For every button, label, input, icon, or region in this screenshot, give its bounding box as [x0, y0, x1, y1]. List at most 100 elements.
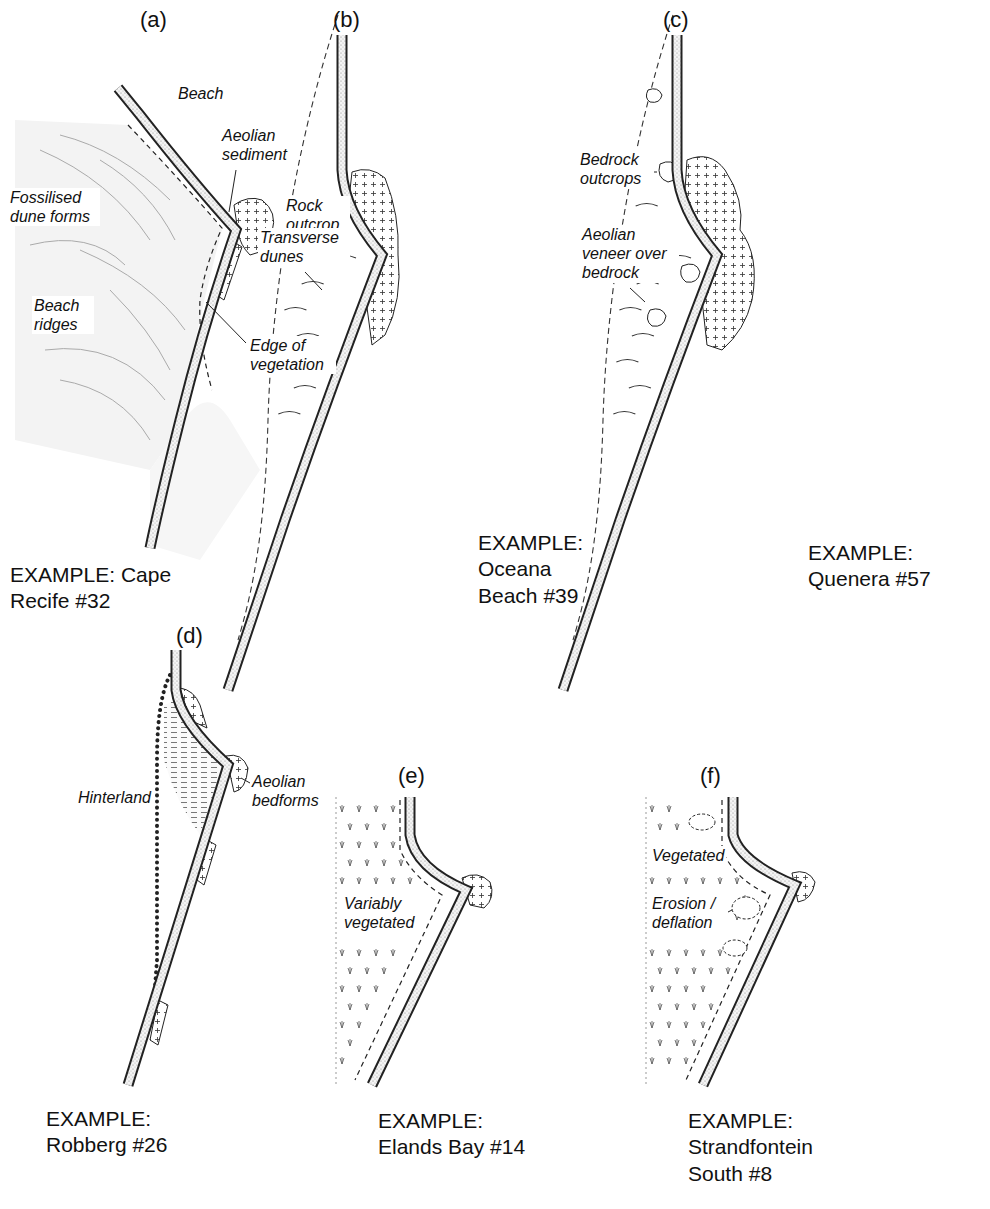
- beach-band: [372, 797, 466, 1085]
- vegetation-tuft: [650, 1057, 654, 1064]
- vegetation-tuft: [374, 877, 378, 884]
- beach-band: [372, 797, 466, 1085]
- panel-letter: (d): [176, 624, 203, 648]
- field-boundary: [646, 797, 647, 1085]
- vegetation-tuft: [735, 877, 739, 884]
- vegetation-tuft: [391, 949, 395, 956]
- fossil-dune-line: [100, 160, 175, 240]
- transverse-dune: [636, 204, 658, 207]
- beach-band: [563, 35, 717, 690]
- vegetation-tuft: [650, 985, 654, 992]
- vegetation-tuft: [340, 949, 344, 956]
- vegetation-tuft: [374, 841, 378, 848]
- feature-label: Bedrock outcrops: [578, 150, 654, 188]
- vegetation-tuft: [684, 949, 688, 956]
- panel-letter: (e): [398, 764, 425, 788]
- leader-line: [241, 778, 250, 783]
- vegetation-tuft: [357, 877, 361, 884]
- vegetation-tuft: [391, 877, 395, 884]
- bedrock-outcrop: [681, 264, 700, 282]
- vegetation-tuft: [658, 823, 662, 830]
- vegetation-tuft: [391, 805, 395, 812]
- example-caption: EXAMPLE: Elands Bay #14: [378, 1108, 543, 1161]
- vegetation-tuft: [718, 877, 722, 884]
- vegetation-tuft: [675, 823, 679, 830]
- vegetation-tuft: [692, 967, 696, 974]
- transverse-dune: [619, 308, 641, 311]
- dunefield-boundary: [573, 15, 673, 640]
- beach-band: [118, 88, 236, 548]
- feature-label: Beach ridges: [32, 296, 94, 334]
- beach-band: [128, 650, 228, 1085]
- feature-label: Transverse dunes: [258, 228, 350, 266]
- transverse-dune: [629, 386, 651, 389]
- beach-band: [703, 797, 795, 1085]
- vegetation-tuft: [658, 1039, 662, 1046]
- vegetation-tuft: [675, 1003, 679, 1010]
- vegetation-tuft: [391, 841, 395, 848]
- fossil-dune-line: [80, 250, 185, 330]
- vegetation-tuft: [667, 1057, 671, 1064]
- vegetation-tuft: [675, 967, 679, 974]
- vegetation-tuft: [650, 949, 654, 956]
- vegetation-tuft: [365, 967, 369, 974]
- vegetation-tuft: [357, 805, 361, 812]
- field-boundary: [336, 797, 337, 1085]
- transverse-dune: [632, 334, 654, 337]
- leader-line: [229, 170, 236, 212]
- panel-letter: (a): [140, 8, 167, 32]
- vegetation-tuft: [348, 823, 352, 830]
- vegetation-tuft: [348, 859, 352, 866]
- vegetation-tuft: [382, 859, 386, 866]
- vegetation-tuft: [709, 967, 713, 974]
- leader-line: [206, 170, 246, 343]
- leader-line: [305, 272, 322, 290]
- feature-label: Variably vegetated: [342, 894, 426, 932]
- vegetation-tuft: [348, 1039, 352, 1046]
- vegetation-tuft: [650, 1021, 654, 1028]
- vegetation-tuft: [709, 1003, 713, 1010]
- vegetation-tuft: [658, 1003, 662, 1010]
- vegetation-tuft: [650, 805, 654, 812]
- example-caption: EXAMPLE: Cape Recife #32: [10, 562, 185, 615]
- transverse-dune: [278, 412, 300, 415]
- vegetation-tuft: [701, 1021, 705, 1028]
- vegetation-tuft: [684, 877, 688, 884]
- vegetation-tuft: [667, 1021, 671, 1028]
- fossil-dune-line: [110, 290, 170, 370]
- example-caption: EXAMPLE: Quenera #57: [808, 540, 943, 593]
- bedrock-outcrop: [647, 309, 666, 326]
- beach-band: [563, 35, 717, 690]
- beach-band: [118, 88, 236, 548]
- vegetation-tuft: [340, 877, 344, 884]
- example-caption: EXAMPLE: Oceana Beach #39: [478, 530, 596, 609]
- leader-line: [206, 302, 246, 343]
- vegetation-tuft: [340, 1021, 344, 1028]
- feature-label: Edge of vegetation: [248, 336, 336, 374]
- vegetation-tuft: [667, 877, 671, 884]
- vegetation-tuft: [365, 1003, 369, 1010]
- panel-letter: (f): [700, 764, 721, 788]
- vegetation-tuft: [340, 841, 344, 848]
- feature-label: Erosion / deflation: [650, 894, 728, 932]
- vegetation-tuft: [667, 949, 671, 956]
- transverse-dune: [302, 282, 324, 285]
- vegetation-tuft: [365, 823, 369, 830]
- deflation-patch: [689, 814, 760, 956]
- vegetation-tuft: [658, 967, 662, 974]
- beach-band: [372, 797, 466, 1085]
- vegetation-tuft: [374, 949, 378, 956]
- feature-label: Fossilised dune forms: [8, 188, 100, 226]
- example-caption: EXAMPLE: Robberg #26: [46, 1106, 188, 1159]
- vegetation-tuft: [684, 1057, 688, 1064]
- panel-letter: (b): [333, 8, 360, 32]
- vegetation-tuft: [357, 841, 361, 848]
- vegetation-tuft: [340, 985, 344, 992]
- transverse-dune: [284, 308, 306, 311]
- vegetation-tuft: [357, 1021, 361, 1028]
- vegetation-tuft: [408, 877, 412, 884]
- vegetation-tuft: [340, 805, 344, 812]
- fossil-dune-line: [45, 349, 165, 400]
- vegetation-tuft: [650, 877, 654, 884]
